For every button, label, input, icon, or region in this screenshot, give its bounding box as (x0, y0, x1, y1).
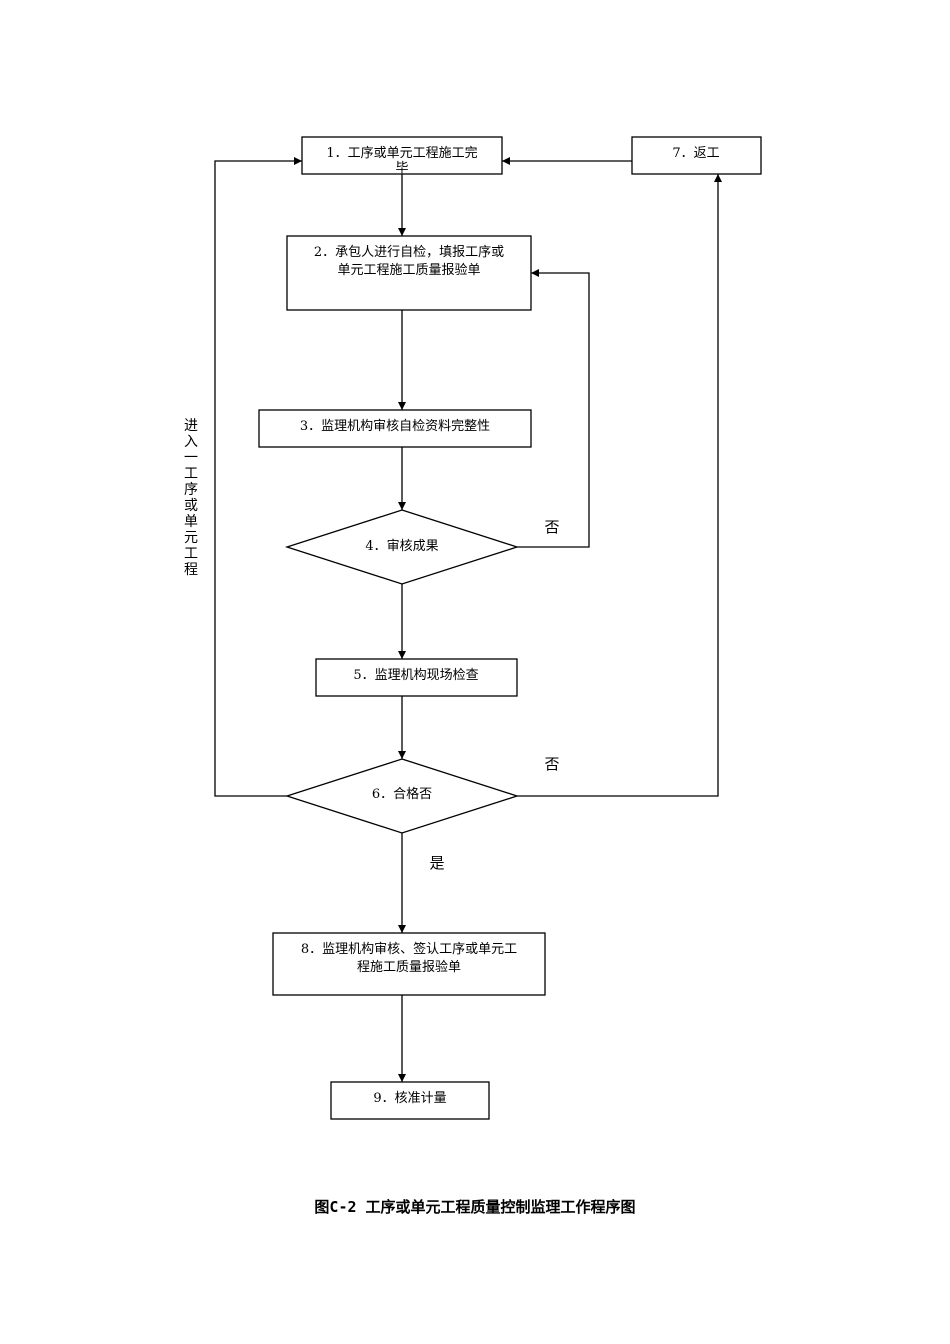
arrow-6-to-1-next (214, 157, 302, 797)
edge-label-qualified-no: 否 (544, 755, 559, 773)
side-label-char: 序 (184, 482, 198, 498)
node-6-label: 6．合格否 (372, 786, 432, 802)
node-7-box (631, 136, 762, 175)
node-5-label: 5．监理机构现场检查 (353, 668, 478, 683)
node-3-box (258, 409, 532, 448)
node-9-box (330, 1081, 490, 1120)
side-label-char: 程 (184, 562, 198, 578)
node-8-line1: 8．监理机构审核、签认工序或单元工 (301, 941, 517, 957)
side-label-char: 入 (184, 434, 198, 450)
side-label-char: 工 (184, 546, 198, 562)
side-label-next-process: 进 入 一 工 序 或 单 元 工 程 (184, 418, 198, 578)
node-2-line2: 单元工程施工质量报验单 (337, 262, 480, 278)
arrow-6-no-to-7 (517, 174, 722, 797)
side-label-char: 或 (184, 498, 198, 514)
side-label-char: 元 (184, 530, 198, 546)
node-5-box (315, 658, 518, 697)
node-3-label: 3．监理机构审核自检资料完整性 (300, 419, 490, 434)
node-7-label: 7．返工 (672, 146, 719, 161)
side-label-char: 工 (184, 466, 198, 482)
side-label-char: 进 (184, 418, 198, 434)
node-2-box (286, 235, 532, 311)
node-8-box (272, 932, 546, 996)
node-4-label: 4．审核成果 (365, 539, 438, 554)
edge-label-review-no: 否 (544, 518, 559, 536)
node-1-line1: 1．工序或单元工程施工完 (326, 146, 477, 161)
side-label-char: 一 (184, 450, 198, 466)
figure-caption: 图C-2 工序或单元工程质量控制监理工作程序图 (314, 1198, 636, 1216)
node-1-box (301, 136, 503, 175)
edge-label-qualified-yes: 是 (429, 854, 444, 872)
arrow-4-no-to-2 (517, 269, 590, 548)
node-9-label: 9．核准计量 (373, 1091, 446, 1106)
node-8-line2: 程施工质量报验单 (357, 959, 461, 975)
node-2-line1: 2．承包人进行自检，填报工序或 (314, 245, 504, 260)
node-1-line2: 毕 (395, 161, 408, 176)
side-label-char: 单 (184, 514, 198, 530)
